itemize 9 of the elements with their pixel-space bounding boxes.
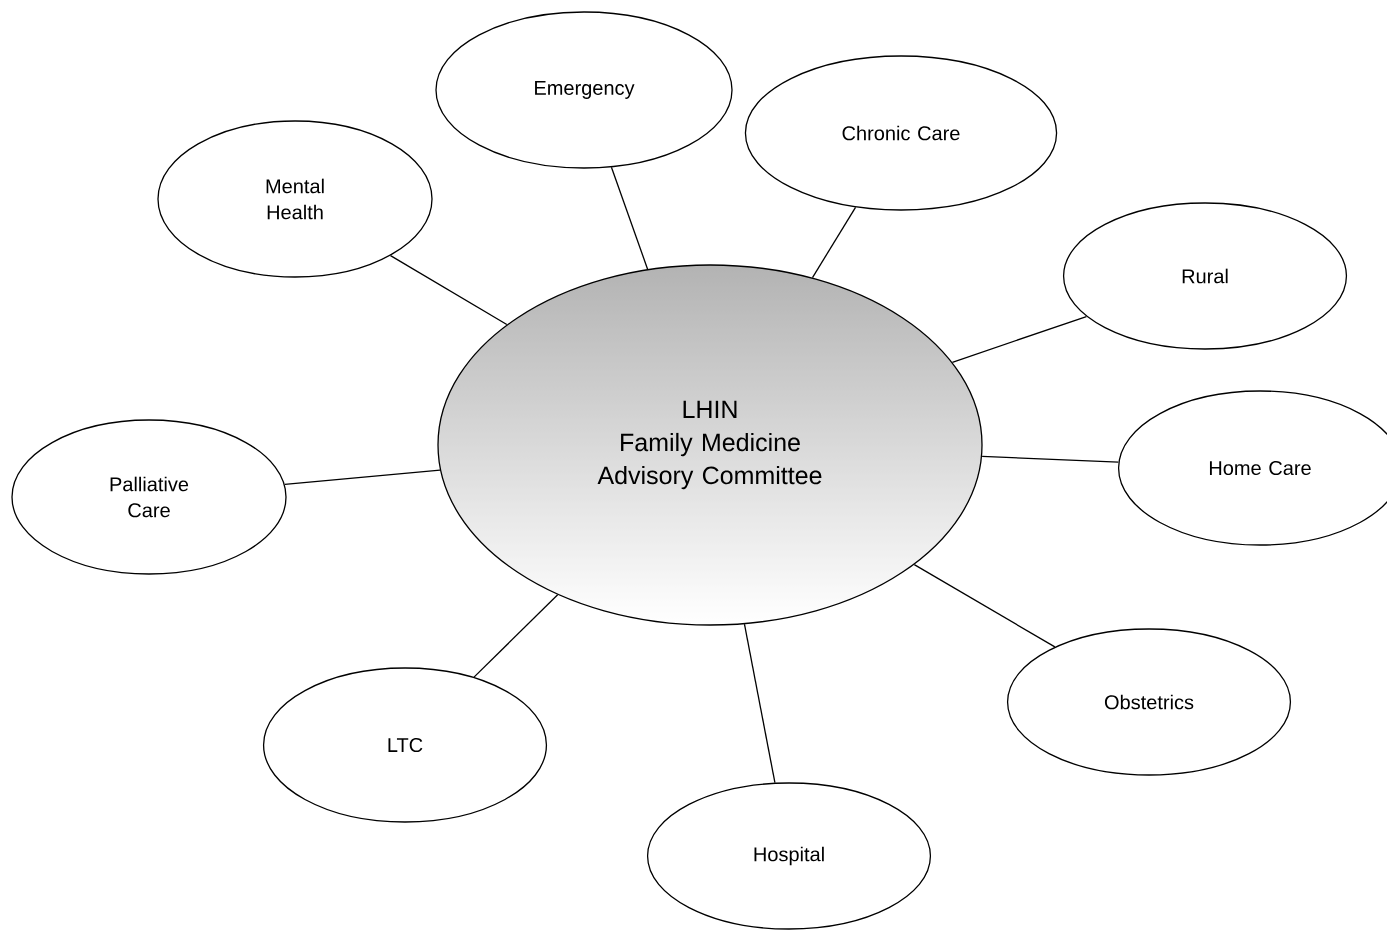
connector-line — [981, 455, 1119, 463]
connector-line — [913, 563, 1056, 648]
connector-line — [811, 206, 857, 279]
connector-line — [951, 315, 1087, 363]
connector-line — [284, 469, 441, 486]
connector-line — [389, 255, 508, 326]
connector-line — [473, 594, 559, 678]
connector-line — [610, 166, 649, 270]
connector-line — [743, 623, 776, 784]
